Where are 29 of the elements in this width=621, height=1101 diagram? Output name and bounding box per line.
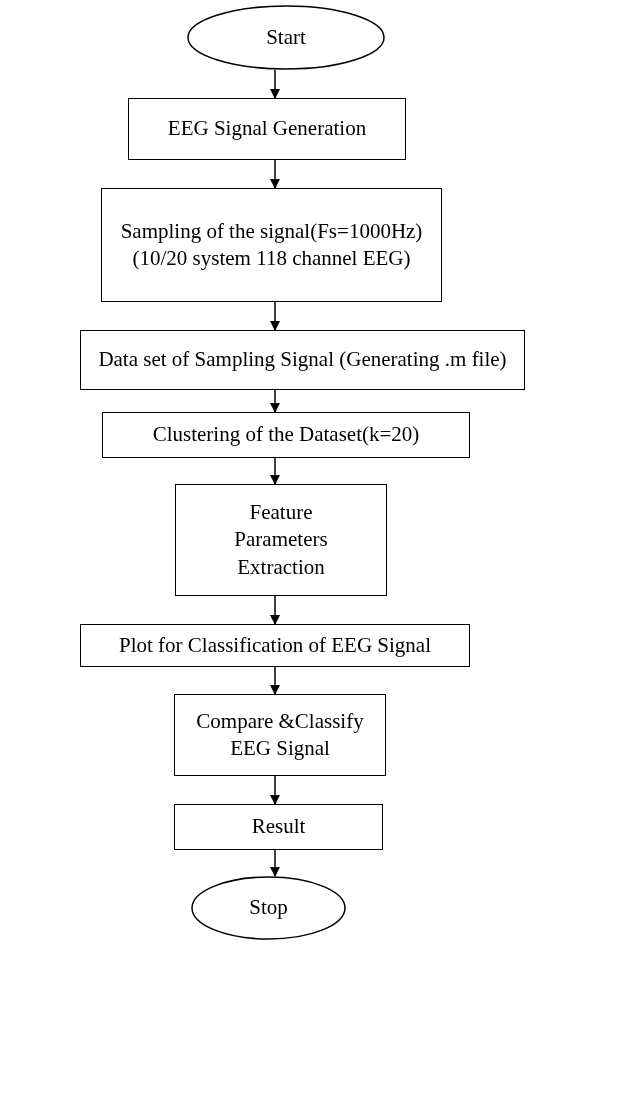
process-box <box>102 412 470 458</box>
process-box <box>174 694 386 776</box>
node-label: Result <box>251 813 306 841</box>
arrow <box>270 595 280 625</box>
node-label: Stop <box>249 894 288 922</box>
node-label: Sampling of the signal(Fs=1000Hz) (10/20 system 118 channel EEG) <box>119 217 424 272</box>
terminal-ellipse <box>187 5 385 70</box>
node-label: Plot for Classification of EEG Signal <box>118 631 431 659</box>
process-box <box>128 98 406 160</box>
terminal-ellipse <box>191 876 346 940</box>
node-label: Data set of Sampling Signal (Generating .m file) <box>98 346 507 374</box>
node-label: Clustering of the Dataset(k=20) <box>152 421 420 449</box>
node-label: Compare &Classify EEG Signal <box>195 707 365 762</box>
node-label: Start <box>266 23 306 51</box>
process-box <box>174 804 383 850</box>
arrow <box>270 775 280 805</box>
arrow <box>270 301 280 331</box>
node-label: Feature Parameters Extraction <box>233 499 329 581</box>
process-box <box>101 188 442 302</box>
arrow <box>270 457 280 485</box>
arrow <box>270 666 280 695</box>
arrow <box>270 389 280 413</box>
arrow <box>270 69 280 99</box>
arrow <box>270 849 280 877</box>
arrow <box>270 159 280 189</box>
node-label: EEG Signal Generation <box>167 115 367 143</box>
process-box <box>80 624 470 667</box>
process-box <box>175 484 387 596</box>
process-box <box>80 330 525 390</box>
